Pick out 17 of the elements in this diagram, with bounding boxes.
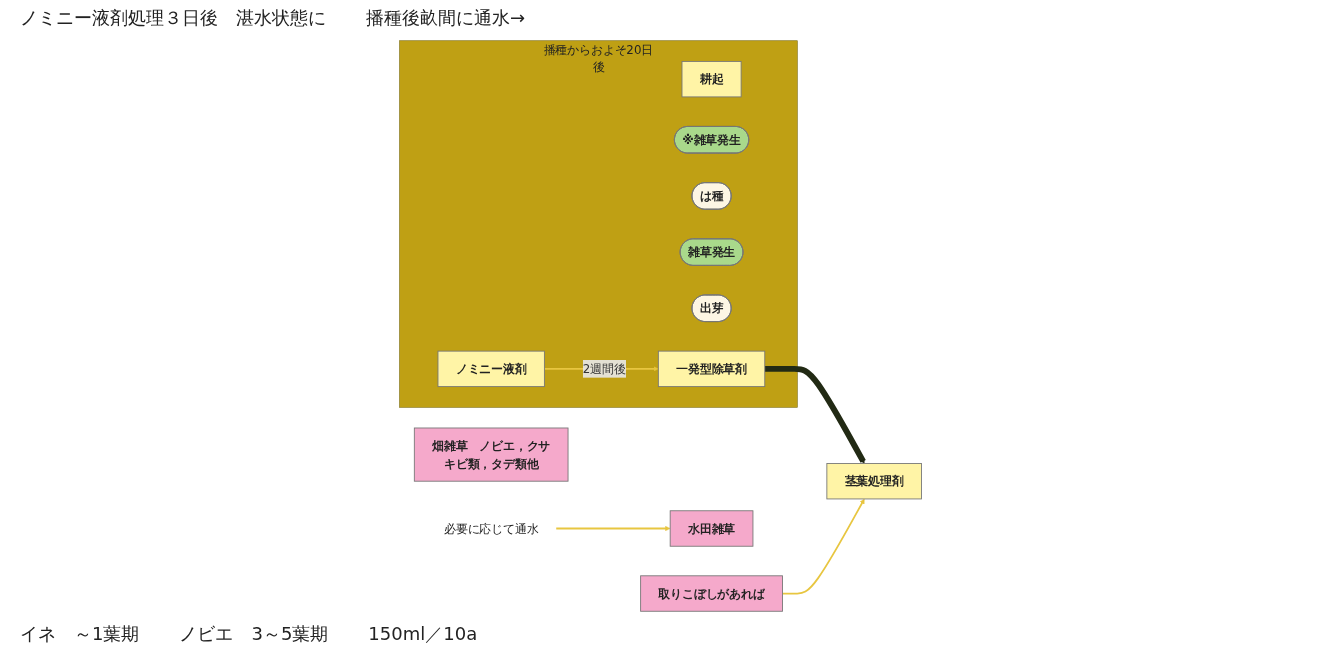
note-text: ノミニー液剤処理３日後 湛水状態に xyxy=(20,6,326,30)
note-text: ノビエ 3～5葉期 xyxy=(179,622,329,646)
node-box: ノミニー液剤 xyxy=(437,350,545,388)
arrow xyxy=(764,365,866,464)
node-box: 畑雑草 ノビエ，クサキビ類，タデ類他 xyxy=(413,427,569,482)
note-text: 150ml／10a xyxy=(368,622,478,646)
node-box: 水田雑草 xyxy=(669,510,754,547)
node-box: 耕起 xyxy=(681,60,742,98)
edge-label: 2週間後 xyxy=(582,361,626,376)
arrow xyxy=(555,525,671,532)
arrow xyxy=(781,498,865,595)
note-text: 播種後畝間に通水→ xyxy=(366,6,526,30)
node-text: 必要に応じて通水 xyxy=(443,521,539,536)
node-box: 一発型除草剤 xyxy=(657,350,766,388)
note-text: イネ ～1葉期 xyxy=(20,622,140,646)
node-box: 取りこぼしがあれば xyxy=(640,575,783,612)
node-box: 茎葉処理剤 xyxy=(826,463,922,500)
